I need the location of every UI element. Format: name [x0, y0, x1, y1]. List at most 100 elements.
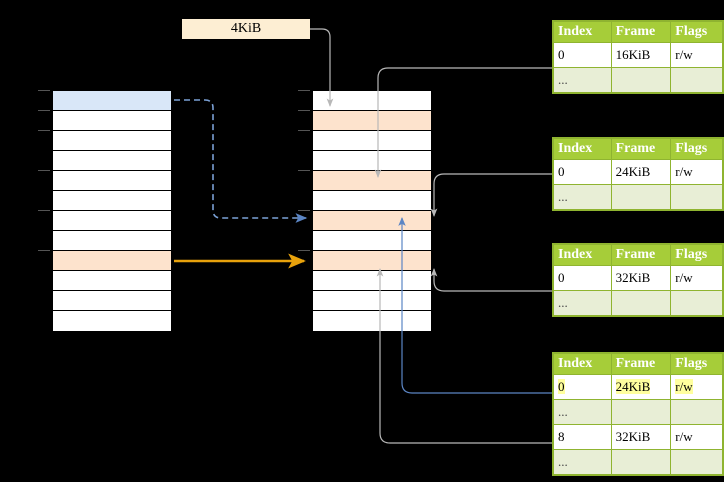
column-header-index: Index [553, 138, 612, 160]
column-header-frame: Frame [610, 138, 672, 160]
memory-row [53, 291, 171, 311]
memory-row [53, 211, 171, 231]
memory-row [313, 171, 431, 191]
cell-index: ... [553, 399, 612, 425]
cell-frame [610, 399, 672, 425]
memory-row [313, 311, 431, 331]
memory-row [313, 251, 431, 271]
row-tick-mark [38, 170, 50, 171]
memory-row [313, 151, 431, 171]
row-tick-mark [38, 110, 50, 111]
cell-index: ... [553, 184, 612, 210]
cell-flags: r/w [670, 265, 723, 291]
cell-index: 0 [553, 159, 612, 185]
row-tick-mark [298, 110, 310, 111]
row-tick-mark [298, 130, 310, 131]
cell-flags [670, 67, 723, 93]
cell-flags: r/w [670, 42, 723, 68]
column-header-flags: Flags [670, 244, 723, 266]
wire-virtual-page-blue [174, 99, 308, 223]
cell-index: 0 [553, 42, 612, 68]
cell-flags [670, 184, 723, 210]
memory-row [53, 111, 171, 131]
cell-frame [610, 449, 672, 475]
cell-frame: 24KiB [610, 374, 672, 400]
memory-row [53, 131, 171, 151]
column-header-frame: Frame [610, 21, 672, 43]
row-tick-mark [298, 90, 310, 91]
memory-row [53, 311, 171, 331]
cell-frame: 24KiB [610, 159, 672, 185]
row-tick-mark [298, 250, 310, 251]
page-size-label: 4KiB [182, 19, 310, 39]
page-size-label-text: 4KiB [230, 21, 262, 36]
column-header-frame: Frame [610, 244, 672, 266]
cell-flags [670, 290, 723, 316]
memory-row [313, 211, 431, 231]
cell-index: ... [553, 67, 612, 93]
cell-index: 8 [553, 424, 612, 450]
column-header-flags: Flags [670, 353, 723, 375]
column-header-flags: Flags [670, 21, 723, 43]
column-header-flags: Flags [670, 138, 723, 160]
table-ellipsis-row: ... [553, 399, 723, 425]
wire-table3-to-frame [430, 268, 552, 292]
table-ellipsis-row: ... [553, 449, 723, 475]
memory-row [53, 231, 171, 251]
memory-row [313, 231, 431, 251]
wire-table2-to-frame [430, 173, 552, 217]
memory-row [53, 91, 171, 111]
column-header-index: Index [553, 21, 612, 43]
memory-row [313, 291, 431, 311]
cell-flags [670, 399, 723, 425]
cell-index: ... [553, 449, 612, 475]
row-tick-mark [38, 130, 50, 131]
memory-row [53, 251, 171, 271]
cell-frame: 32KiB [610, 424, 672, 450]
cell-index: 0 [553, 374, 612, 400]
memory-row [313, 191, 431, 211]
cell-index: 0 [553, 265, 612, 291]
memory-row [313, 111, 431, 131]
memory-row [53, 191, 171, 211]
column-header-index: Index [553, 353, 612, 375]
memory-row [313, 91, 431, 111]
memory-row [313, 131, 431, 151]
memory-row [53, 271, 171, 291]
cell-flags: r/w [670, 159, 723, 185]
column-header-frame: Frame [610, 353, 672, 375]
row-tick-mark [38, 250, 50, 251]
cell-flags: r/w [670, 424, 723, 450]
cell-flags: r/w [670, 374, 723, 400]
row-tick-mark [298, 170, 310, 171]
cell-frame [610, 67, 672, 93]
cell-frame [610, 184, 672, 210]
table-ellipsis-row: ... [553, 184, 723, 210]
cell-flags [670, 449, 723, 475]
virtual-address-space-stack [52, 90, 172, 331]
memory-row [53, 171, 171, 191]
memory-row [53, 151, 171, 171]
table-ellipsis-row: ... [553, 67, 723, 93]
row-tick-mark [38, 90, 50, 91]
column-header-index: Index [553, 244, 612, 266]
cell-frame [610, 290, 672, 316]
cell-frame: 32KiB [610, 265, 672, 291]
physical-memory-stack [312, 90, 432, 331]
memory-row [313, 271, 431, 291]
table-ellipsis-row: ... [553, 290, 723, 316]
